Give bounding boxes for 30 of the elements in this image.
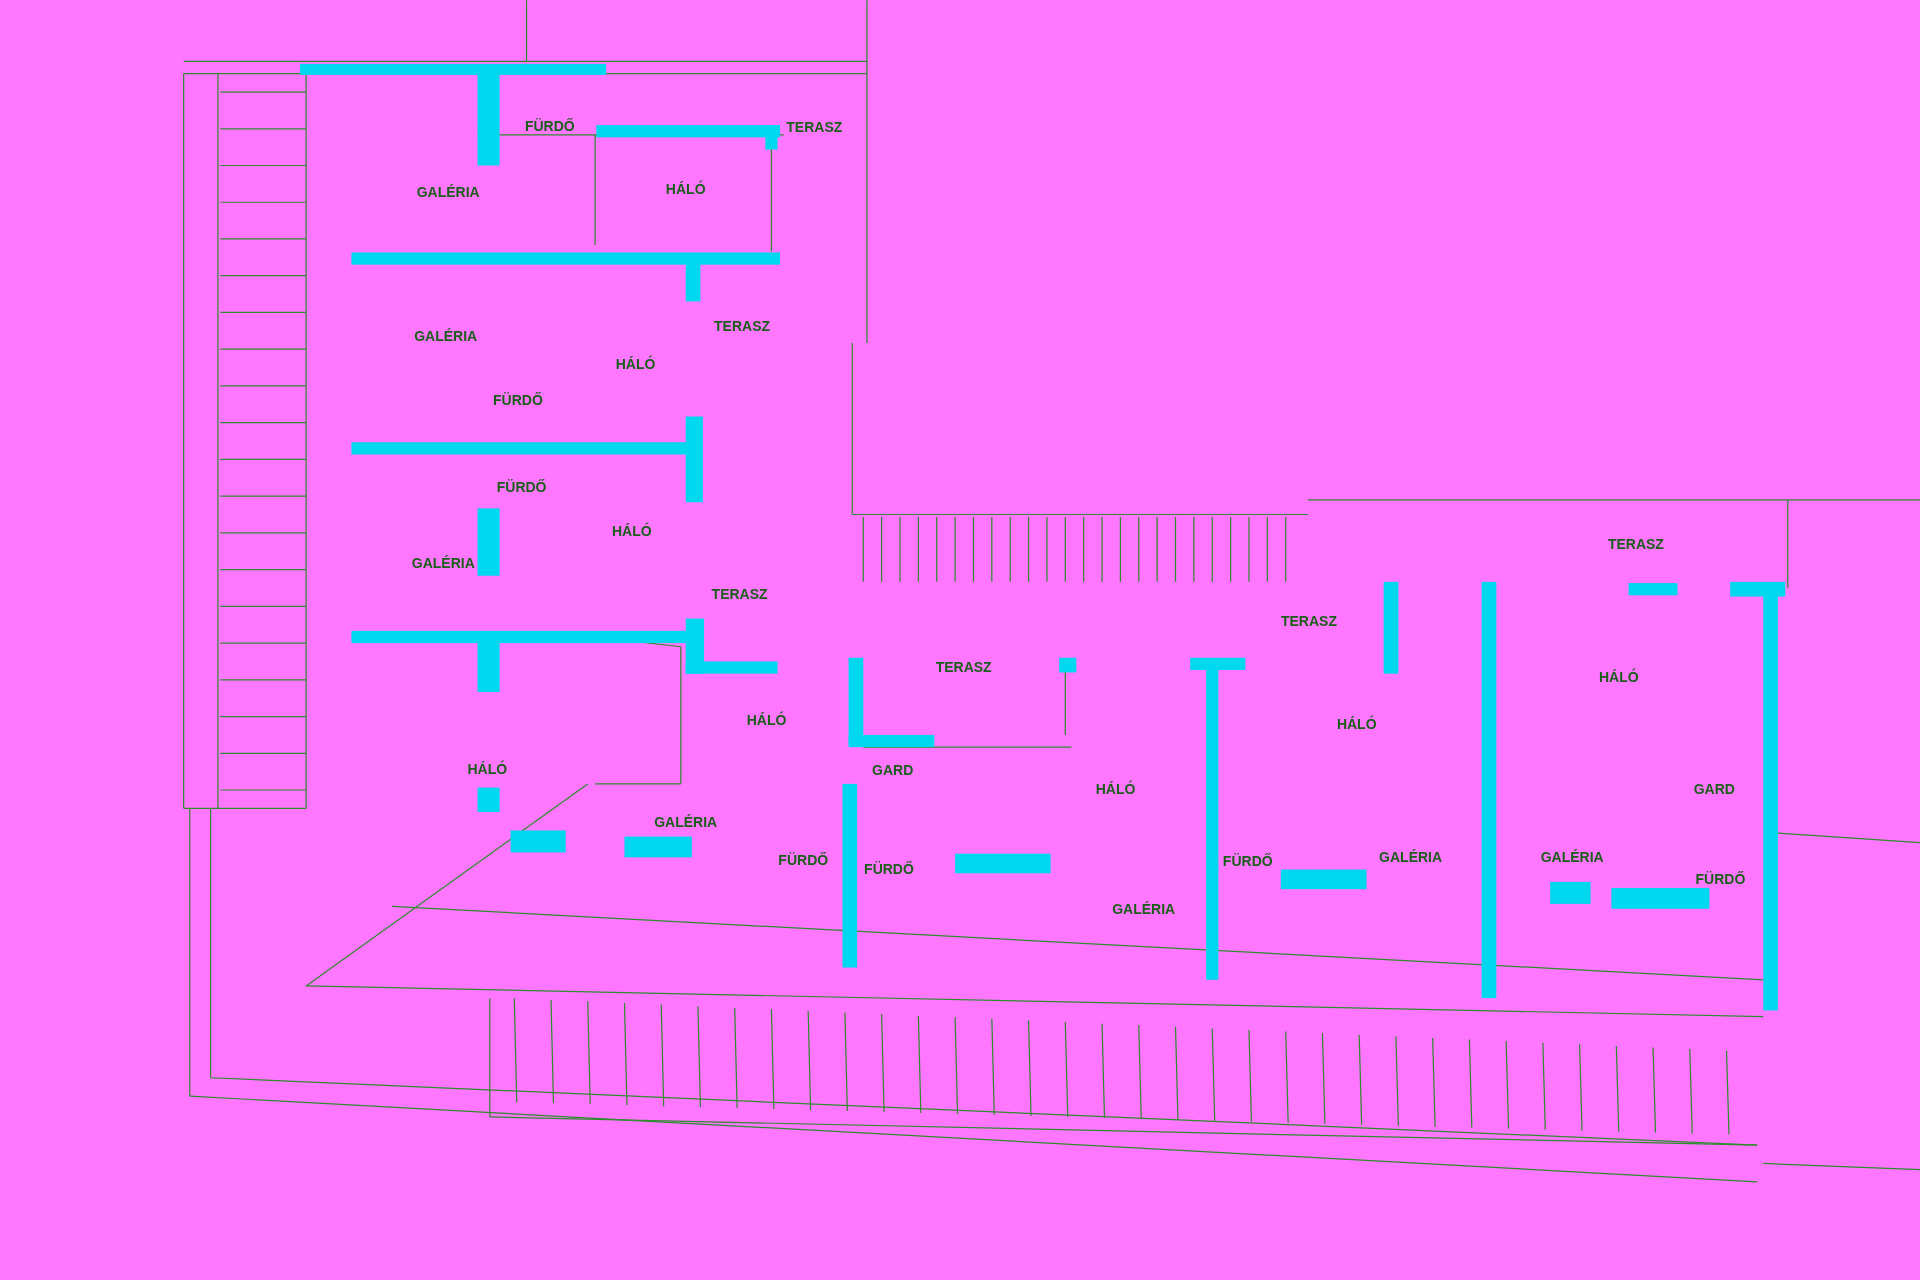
room-label: HÁLÓ — [615, 355, 656, 372]
room-label: FÜRDŐ — [1222, 852, 1273, 869]
room-label: GALÉRIA — [654, 813, 718, 830]
room-label: FÜRDŐ — [1695, 871, 1746, 888]
room-label: FÜRDŐ — [864, 861, 914, 878]
room-label: HÁLÓ — [1095, 780, 1136, 797]
room-label: FÜRDŐ — [524, 118, 575, 135]
room-label: TERASZ — [711, 585, 768, 602]
room-label: TERASZ — [786, 119, 843, 136]
room-label: GALÉRIA — [416, 184, 480, 201]
room-label: TERASZ — [1607, 535, 1664, 552]
room-label: FÜRDŐ — [778, 851, 829, 868]
room-label: TERASZ — [1280, 612, 1337, 629]
room-label: GARD — [872, 762, 914, 779]
room-label: TERASZ — [935, 659, 992, 676]
room-label: FÜRDŐ — [493, 392, 543, 409]
room-label: HÁLÓ — [746, 712, 787, 728]
room-label: HÁLÓ — [665, 180, 706, 197]
room-label: GALÉRIA — [1112, 900, 1176, 917]
room-label: HÁLÓ — [1598, 669, 1639, 686]
room-label: GARD — [1693, 780, 1735, 797]
room-label: GALÉRIA — [1540, 849, 1604, 866]
room-label: GALÉRIA — [414, 327, 478, 344]
room-label: HÁLÓ — [1336, 715, 1377, 732]
room-label: GALÉRIA — [411, 555, 475, 572]
room-label: HÁLÓ — [467, 760, 508, 777]
room-label: TERASZ — [714, 317, 771, 334]
room-label: HÁLÓ — [612, 523, 652, 540]
room-label: GALÉRIA — [1379, 849, 1443, 866]
room-label: FÜRDŐ — [496, 479, 547, 496]
